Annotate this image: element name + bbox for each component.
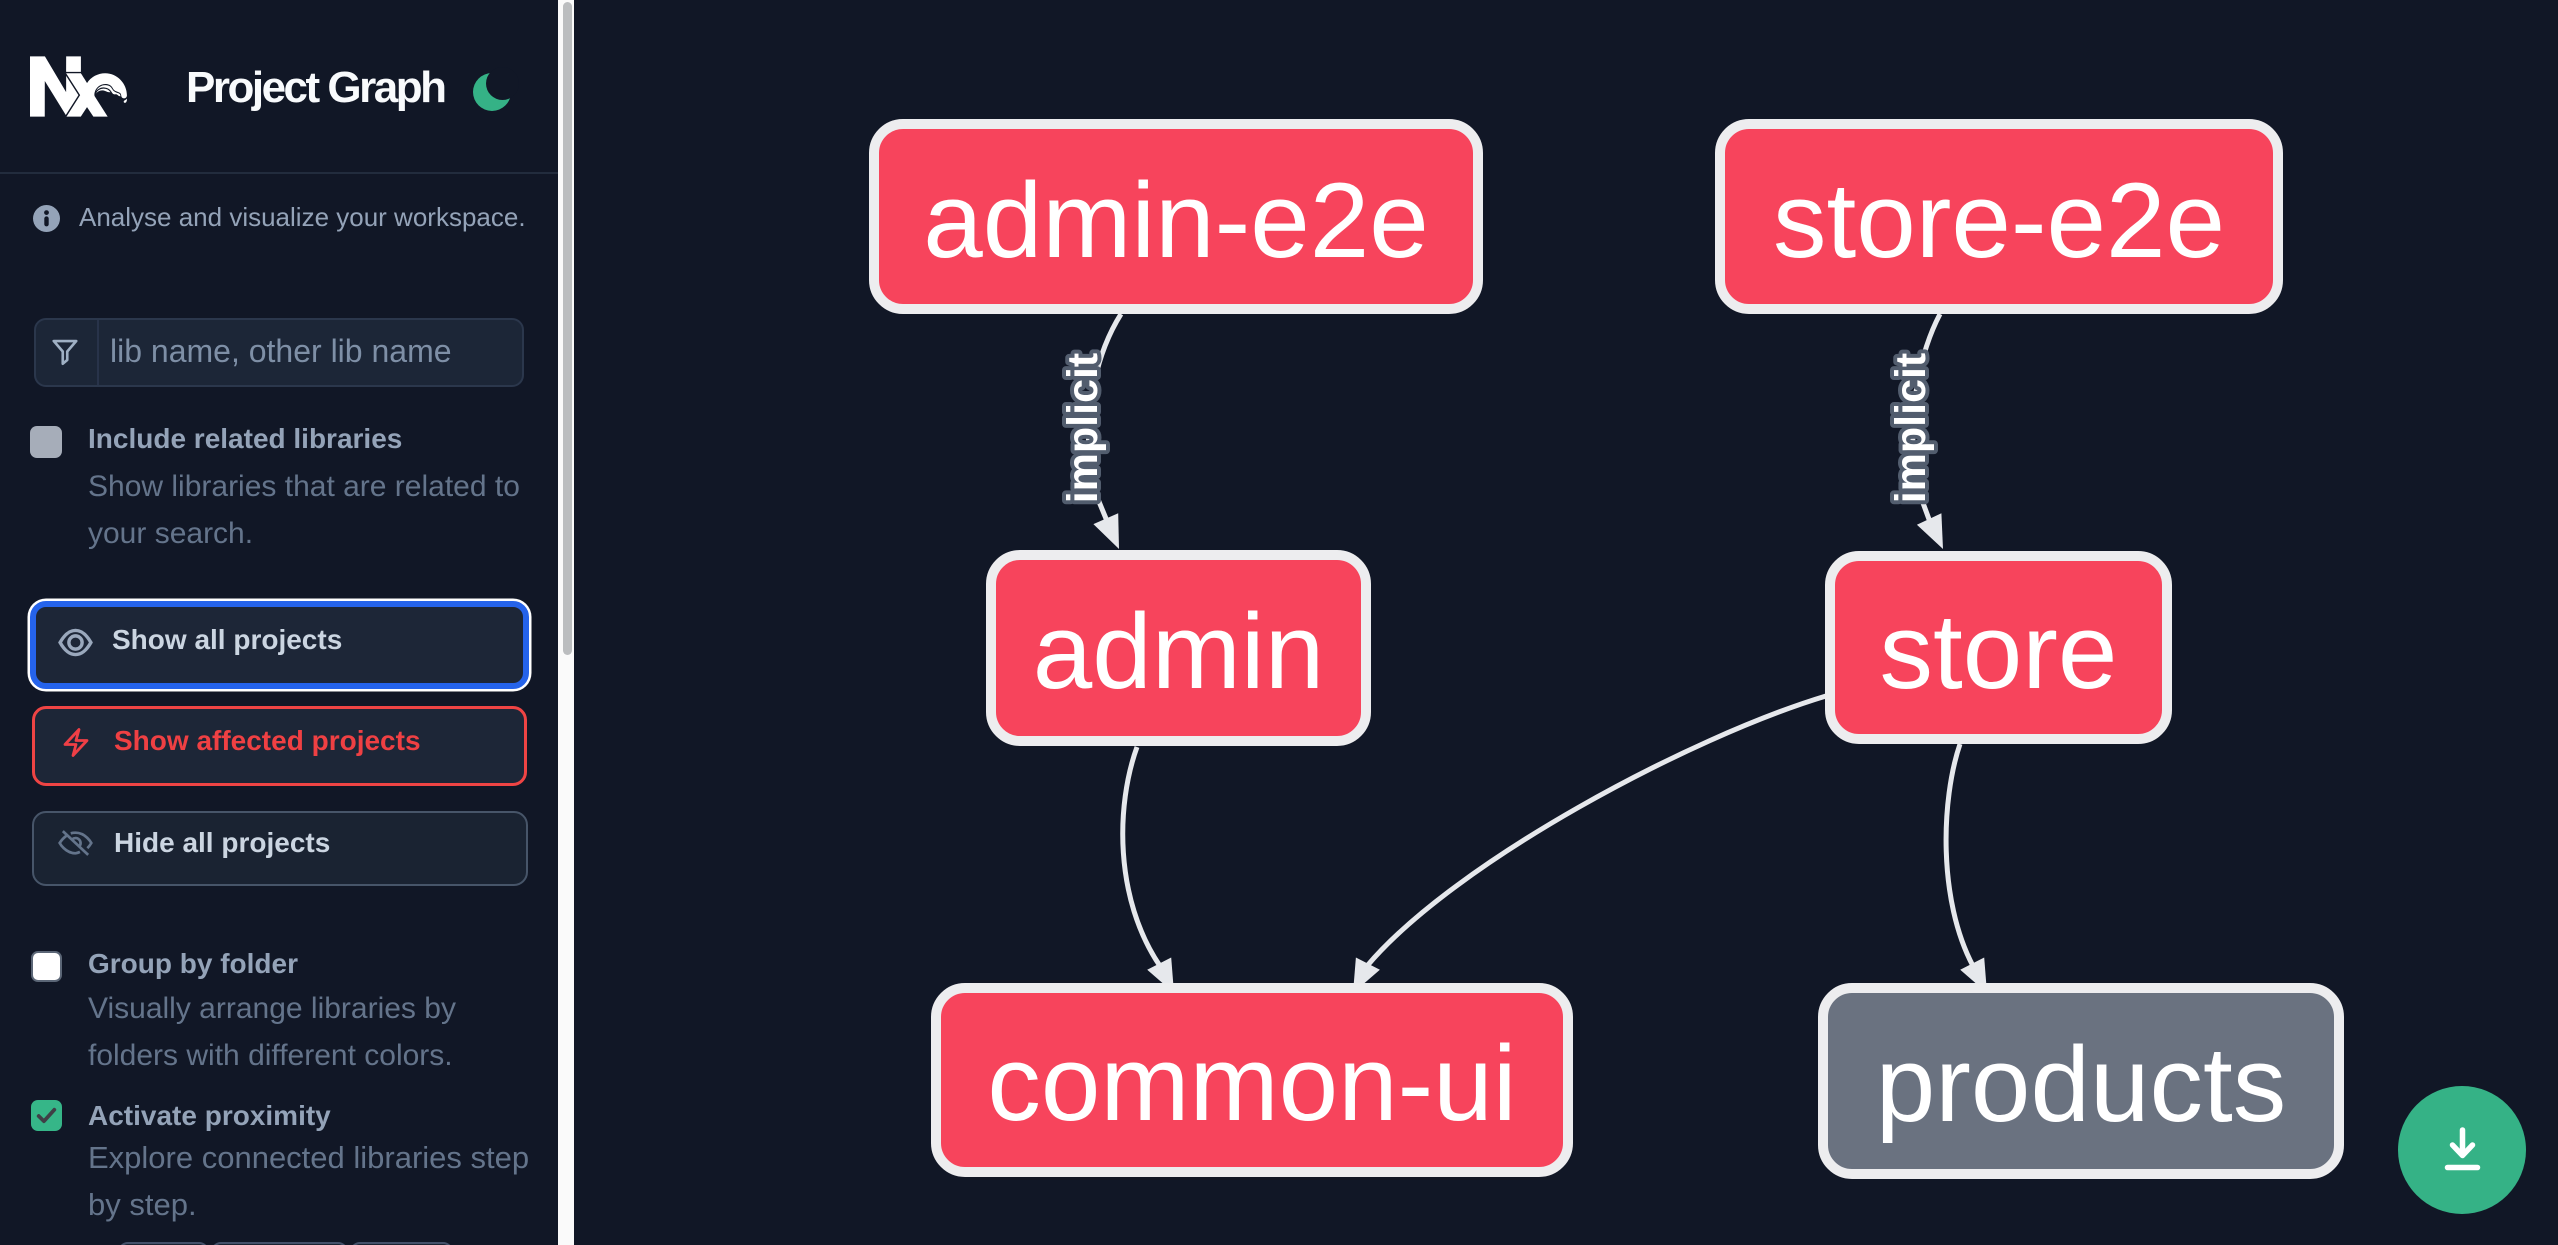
svg-text:implicit: implicit xyxy=(1059,353,1107,504)
svg-text:implicit: implicit xyxy=(1887,353,1935,504)
